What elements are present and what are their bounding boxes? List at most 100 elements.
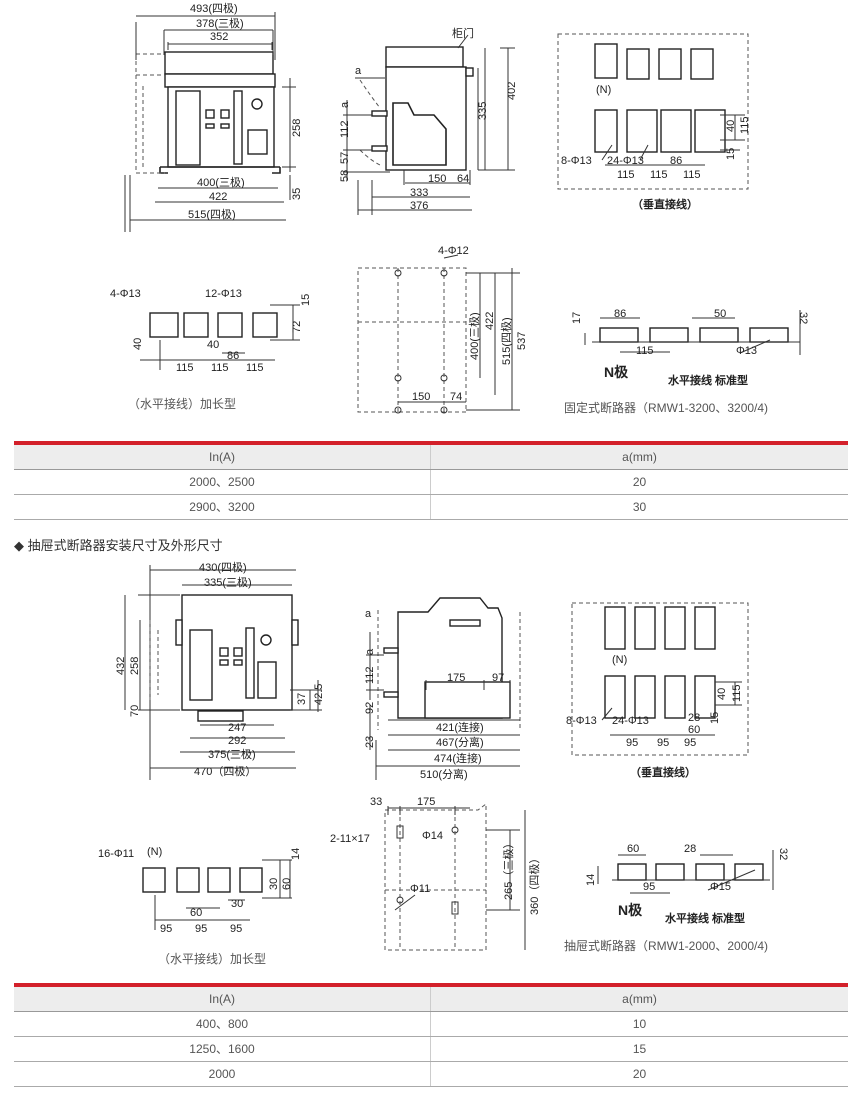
- dim-label: 15: [709, 712, 721, 724]
- dim-label: 60: [627, 843, 639, 855]
- dim-label: 360（四极）: [527, 853, 541, 915]
- dim-label: 247: [228, 722, 246, 734]
- table-row: 1250、1600 15: [14, 1037, 848, 1062]
- fixed-horizontal-standard: 17 86 50 32 115 Φ13 N极 水平接线 标准型 固定式断路器（R…: [564, 308, 809, 415]
- cell-in: 2000: [14, 1062, 431, 1086]
- drawout-mounting: 33 175 2-11×17 Φ14 265（三极） 360（四极） Φ11: [330, 796, 541, 951]
- dim-label: 265（三极）: [501, 838, 515, 900]
- dim-label: 40: [132, 338, 144, 350]
- dim-label: 467(分离): [436, 735, 484, 749]
- header-a: a(mm): [622, 992, 657, 1006]
- dim-label: 60: [688, 724, 700, 736]
- dim-label: 32: [797, 312, 809, 324]
- dim-label: 57: [339, 152, 351, 164]
- dim-label: 28: [688, 712, 700, 724]
- dim-label: 30: [231, 898, 243, 910]
- dim-label: a: [365, 608, 372, 620]
- dim-label: 422: [209, 191, 227, 203]
- header-in: In(A): [14, 445, 431, 469]
- dim-label: 352: [210, 31, 228, 43]
- dim-label: 4-Φ13: [110, 288, 141, 300]
- fixed-vertical-wiring: (N) 40 115 15 8-Φ13 24-Φ13 86 115 115 11…: [557, 33, 751, 211]
- dim-label: 95: [657, 737, 669, 749]
- dim-label: 40: [716, 688, 728, 700]
- dim-label: 470（四极）: [194, 764, 256, 778]
- table-accent-bar: [14, 983, 848, 987]
- dim-label: a: [364, 648, 376, 655]
- dim-label: 12-Φ13: [205, 288, 242, 300]
- dim-label: 375(三极): [208, 747, 256, 761]
- dim-label: 2-11×17: [330, 833, 370, 845]
- dim-label: a: [339, 101, 351, 108]
- drawout-side-view: a a 112 175 97 92 23 421(连接) 467(分离) 474…: [364, 597, 521, 781]
- dim-label: 97: [492, 672, 504, 684]
- dim-label: 14: [290, 848, 302, 860]
- dim-label: 60: [190, 907, 202, 919]
- dim-label: 86: [227, 350, 239, 362]
- table-row: 2000 20: [14, 1062, 848, 1087]
- dim-label: 14: [585, 874, 597, 886]
- dim-label: 175: [447, 672, 465, 684]
- dim-label: 400(三极): [197, 175, 245, 189]
- dim-label: 333: [410, 187, 428, 199]
- dim-label: 17: [571, 312, 583, 324]
- dim-label: 35: [291, 188, 303, 200]
- dim-label: 378(三极): [196, 16, 244, 30]
- cell-a: 20: [632, 475, 647, 489]
- dim-label: Φ14: [422, 830, 443, 842]
- dim-label: 42.5: [313, 684, 325, 705]
- dim-label: 32: [777, 848, 789, 860]
- dim-label: 150: [428, 173, 446, 185]
- dim-label: 474(连接): [434, 752, 482, 765]
- n-pole-label: N极: [604, 364, 629, 380]
- dim-label: (N): [147, 846, 162, 858]
- dim-label: 95: [195, 923, 207, 935]
- dim-label: 64: [457, 173, 469, 185]
- dim-label: 376: [410, 200, 428, 212]
- figure-caption: 抽屉式断路器（RMW1-2000、2000/4): [564, 938, 768, 953]
- fixed-front-view: 493(四极) 378(三极) 352 258 400(三极) 422 35 5…: [124, 1, 303, 232]
- dim-label: 422: [484, 312, 496, 330]
- dim-label: 95: [684, 737, 696, 749]
- dim-label: 50: [714, 308, 726, 320]
- dim-label: 8-Φ13: [561, 155, 592, 167]
- dim-label: 4-Φ12: [438, 245, 469, 257]
- diagram-caption: （水平接线）加长型: [128, 396, 236, 411]
- dim-label: Φ11: [410, 883, 430, 895]
- dim-label: 150: [412, 391, 430, 403]
- dim-label: 115: [739, 116, 751, 134]
- dim-label: 115: [636, 345, 654, 357]
- dim-label: 115: [211, 362, 229, 374]
- table-row: 2900、3200 30: [14, 495, 848, 520]
- dim-label: (N): [596, 84, 611, 96]
- dim-label: a: [355, 65, 362, 77]
- dim-label: 335(三极): [204, 575, 252, 589]
- dim-label: 258: [129, 657, 141, 675]
- dim-label: 24-Φ13: [607, 155, 644, 167]
- dim-label: 95: [230, 923, 242, 935]
- figure-caption: 固定式断路器（RMW1-3200、3200/4): [564, 400, 768, 415]
- diagram-caption: （垂直接线）: [630, 765, 696, 779]
- dim-label: 8-Φ13: [566, 715, 597, 727]
- dim-label: 95: [160, 923, 172, 935]
- cell-in: 400、800: [14, 1012, 431, 1036]
- dim-label: Φ15: [710, 881, 731, 893]
- cell-a: 20: [632, 1067, 647, 1081]
- table-row: 2000、2500 20: [14, 470, 848, 495]
- dim-label: 430(四极): [199, 560, 247, 574]
- dim-label: 510(分离): [420, 767, 468, 781]
- table-header: In(A) a(mm): [14, 987, 848, 1012]
- table-row: 400、800 10: [14, 1012, 848, 1037]
- dim-label: 400(三极): [467, 312, 481, 360]
- dim-label: 115: [650, 169, 668, 181]
- dim-label: 16-Φ11: [98, 848, 134, 860]
- drawout-horizontal-standard: 60 28 32 14 95 Φ15 N极 水平接线 标准型 抽屉式断路器（RM…: [564, 843, 789, 953]
- n-pole-label: N极: [618, 902, 643, 918]
- cell-a: 10: [632, 1017, 647, 1031]
- dim-label: 115: [731, 684, 743, 702]
- dim-label: 175: [417, 796, 435, 808]
- dim-label: 40: [207, 339, 219, 351]
- dim-label: (N): [612, 654, 627, 666]
- dim-label: 421(连接): [436, 721, 484, 734]
